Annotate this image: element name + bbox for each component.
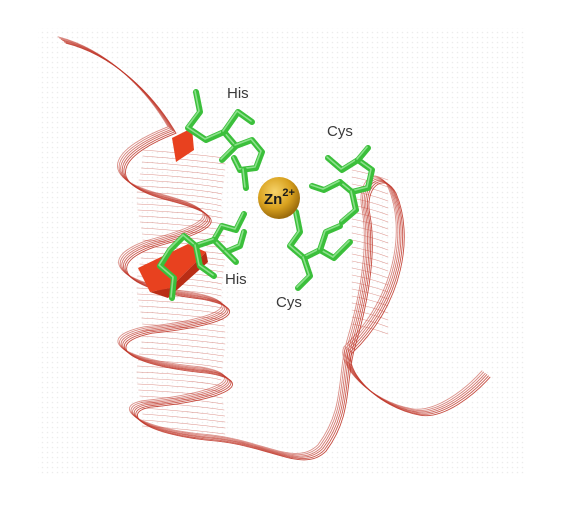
zinc-ion: Zn2+ xyxy=(258,177,300,219)
helix-hatch-line xyxy=(139,305,224,315)
bond-stick xyxy=(241,167,249,191)
loop-hatch-line xyxy=(351,267,389,279)
helix-hatch-line xyxy=(140,347,224,357)
loop-hatch-line xyxy=(351,183,389,195)
helix-hatch-line xyxy=(137,209,223,219)
zinc-symbol: Zn xyxy=(264,191,282,208)
helix-hatch-line xyxy=(142,155,226,165)
helix-hatch-line xyxy=(141,167,225,177)
loop-hatch-line xyxy=(351,274,389,286)
helix-hatch-line xyxy=(137,383,222,393)
helix-hatch-line xyxy=(141,341,225,351)
sheet-arrow-middle-shade xyxy=(150,252,208,298)
helix-hatch-line xyxy=(136,191,222,201)
helix-hatch-line xyxy=(136,203,222,213)
helix-hatch-line xyxy=(137,359,223,369)
bond-stick xyxy=(355,145,371,163)
bond-highlight xyxy=(296,256,310,288)
helix-hatch-line xyxy=(139,353,224,363)
loop-hatch-line xyxy=(351,302,389,314)
bond-highlight xyxy=(242,168,246,188)
loop-hatch-line xyxy=(351,323,389,335)
loop-hatch-line xyxy=(351,253,389,265)
loop-hatch-line xyxy=(351,260,389,272)
helix-hatch-line xyxy=(141,407,225,417)
helix-hatch-line xyxy=(141,317,225,327)
loop-hatch-line xyxy=(351,316,389,328)
bond-highlight xyxy=(310,180,340,190)
bond-highlight xyxy=(224,250,236,262)
helix-hatch-line xyxy=(142,425,226,435)
label-cys-top: Cys xyxy=(327,123,353,140)
bond-highlight xyxy=(356,146,368,160)
loop-hatch-line xyxy=(351,246,389,258)
helix-hatch-line xyxy=(137,299,223,309)
beta-sheet-arrows xyxy=(138,128,208,298)
helix-hatch-line xyxy=(137,365,222,375)
helix-hatch-line xyxy=(139,395,224,405)
label-cys-bottom: Cys xyxy=(276,294,302,311)
loop-hatch-line xyxy=(351,218,389,230)
helix-hatch-line xyxy=(136,197,222,207)
his-top-sidechain xyxy=(185,89,265,191)
helix-hatch-line xyxy=(138,215,223,225)
helix-hatch-line xyxy=(140,401,225,411)
svg-text:Zn2+: Zn2+ xyxy=(264,187,295,208)
helix-hatch-line xyxy=(142,323,226,333)
helix-hatch-line xyxy=(137,293,222,303)
helix-hatch-line xyxy=(142,413,226,423)
helix-hatch-line xyxy=(142,161,226,171)
helix-hatch-line xyxy=(142,335,226,345)
bond-highlight xyxy=(232,138,262,170)
sheet-arrow-middle xyxy=(138,244,206,292)
bond-highlight xyxy=(318,224,340,250)
zinc-charge: 2+ xyxy=(282,187,295,199)
his-bottom-sidechain xyxy=(157,211,247,301)
loop-hatch-line xyxy=(351,288,389,300)
helix-hatch-line xyxy=(136,377,222,387)
loop-hatch-line xyxy=(351,309,389,321)
protein-ribbon xyxy=(57,36,491,461)
helix-hatch-line xyxy=(140,311,225,321)
helix-hatch-line xyxy=(142,419,226,429)
loop-hatch-line xyxy=(351,232,389,244)
loop-hatch-line xyxy=(351,239,389,251)
loop-hatch-line xyxy=(351,295,389,307)
side-chains xyxy=(157,89,375,301)
label-his-top: His xyxy=(227,85,249,102)
helix-hatch-line xyxy=(137,185,223,195)
helix-hatch-line xyxy=(139,173,224,183)
label-his-bottom: His xyxy=(225,271,247,288)
loop-hatch-line xyxy=(351,281,389,293)
cys-top-sidechain xyxy=(309,145,375,225)
helix-hatch-line xyxy=(138,179,223,189)
loop-hatch-line xyxy=(351,225,389,237)
bond-highlight xyxy=(340,190,356,222)
helix-hatch-line xyxy=(142,329,226,339)
zinc-sphere xyxy=(258,177,300,219)
bond-stick xyxy=(317,223,343,253)
helix-hatch-line xyxy=(138,389,223,399)
cys-bottom-sidechain xyxy=(287,209,353,291)
helix-hatch-line xyxy=(136,371,222,381)
dotted-background xyxy=(38,28,524,474)
bond-highlight xyxy=(194,244,214,276)
sheet-arrow-top xyxy=(172,128,194,162)
bond-highlight xyxy=(222,110,252,132)
